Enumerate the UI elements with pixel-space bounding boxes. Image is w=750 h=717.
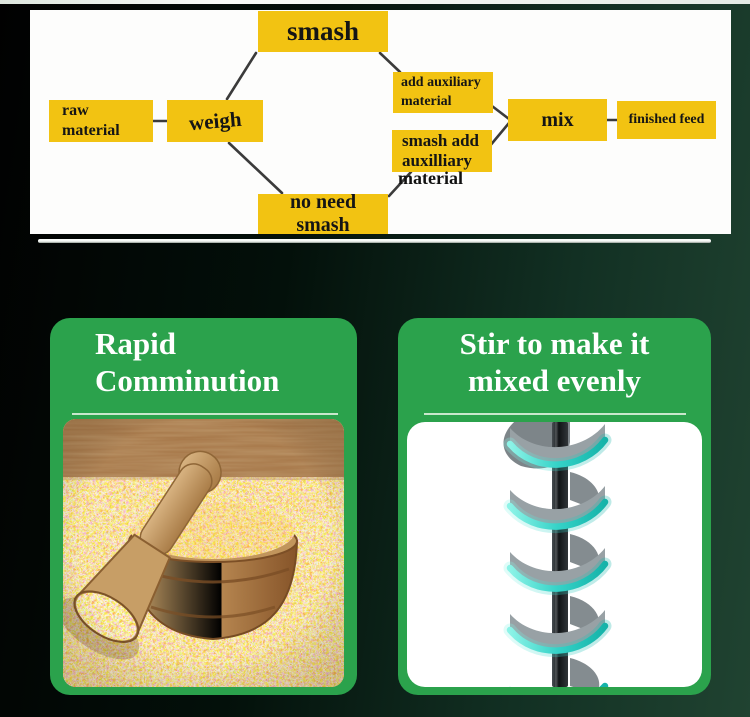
section-divider — [38, 239, 711, 243]
node-label: raw material — [62, 102, 120, 139]
node-label: smash add auxilliary — [402, 130, 480, 170]
flowchart-node-add-auxiliary-material: add auxiliary material — [393, 72, 493, 113]
flowchart-node-mix: mix — [508, 99, 607, 141]
corn-grits-image — [63, 419, 344, 687]
flowchart-panel: smash raw material weigh add auxiliary m… — [30, 10, 731, 236]
flowchart-node-smash-add-auxiliary: smash add auxilliary — [392, 130, 492, 172]
flowchart-node-no-need-smash: no need smash — [258, 191, 388, 236]
title-underline — [424, 413, 686, 415]
flowchart-node-raw-material: raw material — [49, 100, 153, 142]
node-label: no need smash — [289, 191, 357, 236]
node-label: finished feed — [628, 112, 705, 127]
flowchart-node-finished-feed: finished feed — [617, 101, 716, 139]
feature-card-stir-mix: Stir to make it mixed evenly — [398, 318, 711, 695]
flowchart-node-smash: smash — [258, 11, 388, 52]
flowchart-node-weigh: weigh — [167, 100, 263, 142]
node-label: add auxiliary material — [401, 75, 481, 109]
node-label: weigh — [187, 106, 243, 135]
title-underline — [72, 413, 338, 415]
mixing-auger-image — [407, 422, 702, 687]
node-label: mix — [541, 108, 574, 131]
top-light-strip — [0, 0, 750, 4]
flowchart-overflow-label-material: material — [398, 168, 463, 188]
card-title-rapid-comminution: Rapid Comminution — [95, 326, 280, 398]
feature-card-rapid-comminution: Rapid Comminution — [50, 318, 357, 695]
node-label: smash — [286, 16, 360, 46]
card-title-stir-mix: Stir to make it mixed evenly — [459, 326, 650, 398]
